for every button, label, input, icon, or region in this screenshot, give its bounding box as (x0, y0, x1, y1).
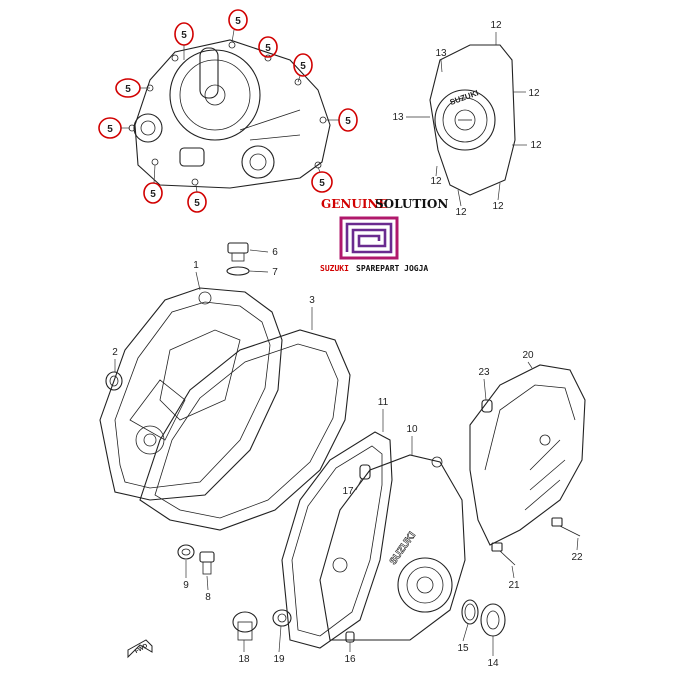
svg-text:1: 1 (193, 260, 199, 271)
svg-text:5: 5 (300, 61, 306, 72)
svg-text:14: 14 (487, 658, 499, 669)
part-number-labels: 1 2 3 6 7 8 9 10 11 14 15 16 17 18 19 20… (112, 247, 583, 669)
svg-text:7: 7 (272, 267, 278, 278)
svg-text:23: 23 (478, 367, 490, 378)
svg-text:SPAREPART JOGJA: SPAREPART JOGJA (356, 264, 428, 273)
svg-text:5: 5 (265, 43, 271, 54)
callout-5: 5 (293, 53, 313, 83)
dowel-pin-part-17 (359, 464, 371, 480)
svg-text:12: 12 (528, 88, 540, 99)
svg-text:22: 22 (571, 552, 583, 563)
svg-text:13: 13 (435, 48, 447, 59)
callout-5: 5 (98, 117, 130, 139)
callout-5: 5 (258, 36, 278, 58)
o-ring-part-7 (226, 266, 250, 276)
svg-text:12: 12 (490, 20, 502, 31)
magneto-cover-top-view: SUZUKI (429, 44, 516, 196)
bolt-part-22 (551, 517, 581, 537)
svg-text:5: 5 (150, 189, 156, 200)
svg-text:16: 16 (344, 654, 356, 665)
svg-text:5: 5 (125, 84, 131, 95)
svg-text:5: 5 (345, 116, 351, 127)
drain-plug-part-8 (199, 551, 215, 575)
dowel-pin-part-23 (481, 399, 493, 413)
callout-5: 5 (187, 184, 207, 213)
magneto-gasket-part-11 (281, 431, 393, 649)
callout-5: 5 (174, 22, 194, 60)
svg-text:6: 6 (272, 247, 278, 258)
clutch-cover-part-1 (99, 287, 283, 501)
brand-logo: GENUINE SOLUTION SUZUKI SPAREPART JOGJA (320, 197, 448, 273)
svg-text:19: 19 (273, 654, 285, 665)
svg-text:12: 12 (530, 140, 542, 151)
svg-text:SUZUKI: SUZUKI (320, 264, 349, 273)
clutch-gasket-part-3 (139, 329, 351, 531)
magneto-callouts: 12 13 12 13 12 12 12 12 (392, 20, 542, 218)
magneto-cover-part-10: SUZUKI (319, 454, 466, 641)
svg-text:13: 13 (392, 112, 404, 123)
svg-text:10: 10 (406, 424, 418, 435)
svg-text:18: 18 (238, 654, 250, 665)
svg-text:5: 5 (235, 16, 241, 27)
clutch-cover-bolt-view (128, 39, 331, 189)
washer-part-19 (272, 609, 292, 627)
fwd-arrow-icon: FWD (127, 639, 153, 659)
maze-logo-icon (339, 216, 399, 260)
callout-5: 5 (115, 78, 150, 98)
sprocket-cover-part-20 (469, 364, 586, 546)
svg-text:12: 12 (455, 207, 467, 218)
svg-text:17: 17 (342, 486, 354, 497)
svg-text:12: 12 (492, 201, 504, 212)
svg-text:5: 5 (319, 178, 325, 189)
svg-text:GENUINE: GENUINE (321, 197, 388, 211)
svg-text:3: 3 (309, 295, 315, 306)
bolt-part-18 (232, 611, 258, 641)
svg-text:9: 9 (183, 580, 189, 591)
callout-5: 5 (228, 9, 248, 43)
svg-text:8: 8 (205, 592, 211, 603)
plug-cap-part-14 (480, 603, 506, 637)
svg-text:SUZUKI: SUZUKI (388, 530, 418, 567)
red-callouts: 5 5 5 5 5 5 5 5 5 5 (98, 9, 358, 213)
washer-part-9 (177, 544, 195, 560)
o-ring-part-15 (461, 599, 479, 625)
svg-text:2: 2 (112, 347, 118, 358)
svg-text:20: 20 (522, 350, 534, 361)
callout-5: 5 (311, 166, 333, 193)
callout-5: 5 (326, 108, 358, 132)
svg-text:SUZUKI: SUZUKI (449, 88, 480, 107)
callout-5: 5 (143, 164, 163, 204)
svg-text:15: 15 (457, 643, 469, 654)
svg-text:12: 12 (430, 176, 442, 187)
svg-text:5: 5 (194, 198, 200, 209)
svg-text:5: 5 (181, 30, 187, 41)
svg-text:SOLUTION: SOLUTION (375, 197, 448, 211)
oil-seal-part-2 (105, 371, 123, 391)
bolt-part-21 (491, 542, 516, 566)
svg-text:5: 5 (107, 124, 113, 135)
svg-text:11: 11 (378, 397, 389, 408)
oil-filler-cap-part-6 (227, 242, 249, 262)
svg-text:21: 21 (508, 580, 520, 591)
